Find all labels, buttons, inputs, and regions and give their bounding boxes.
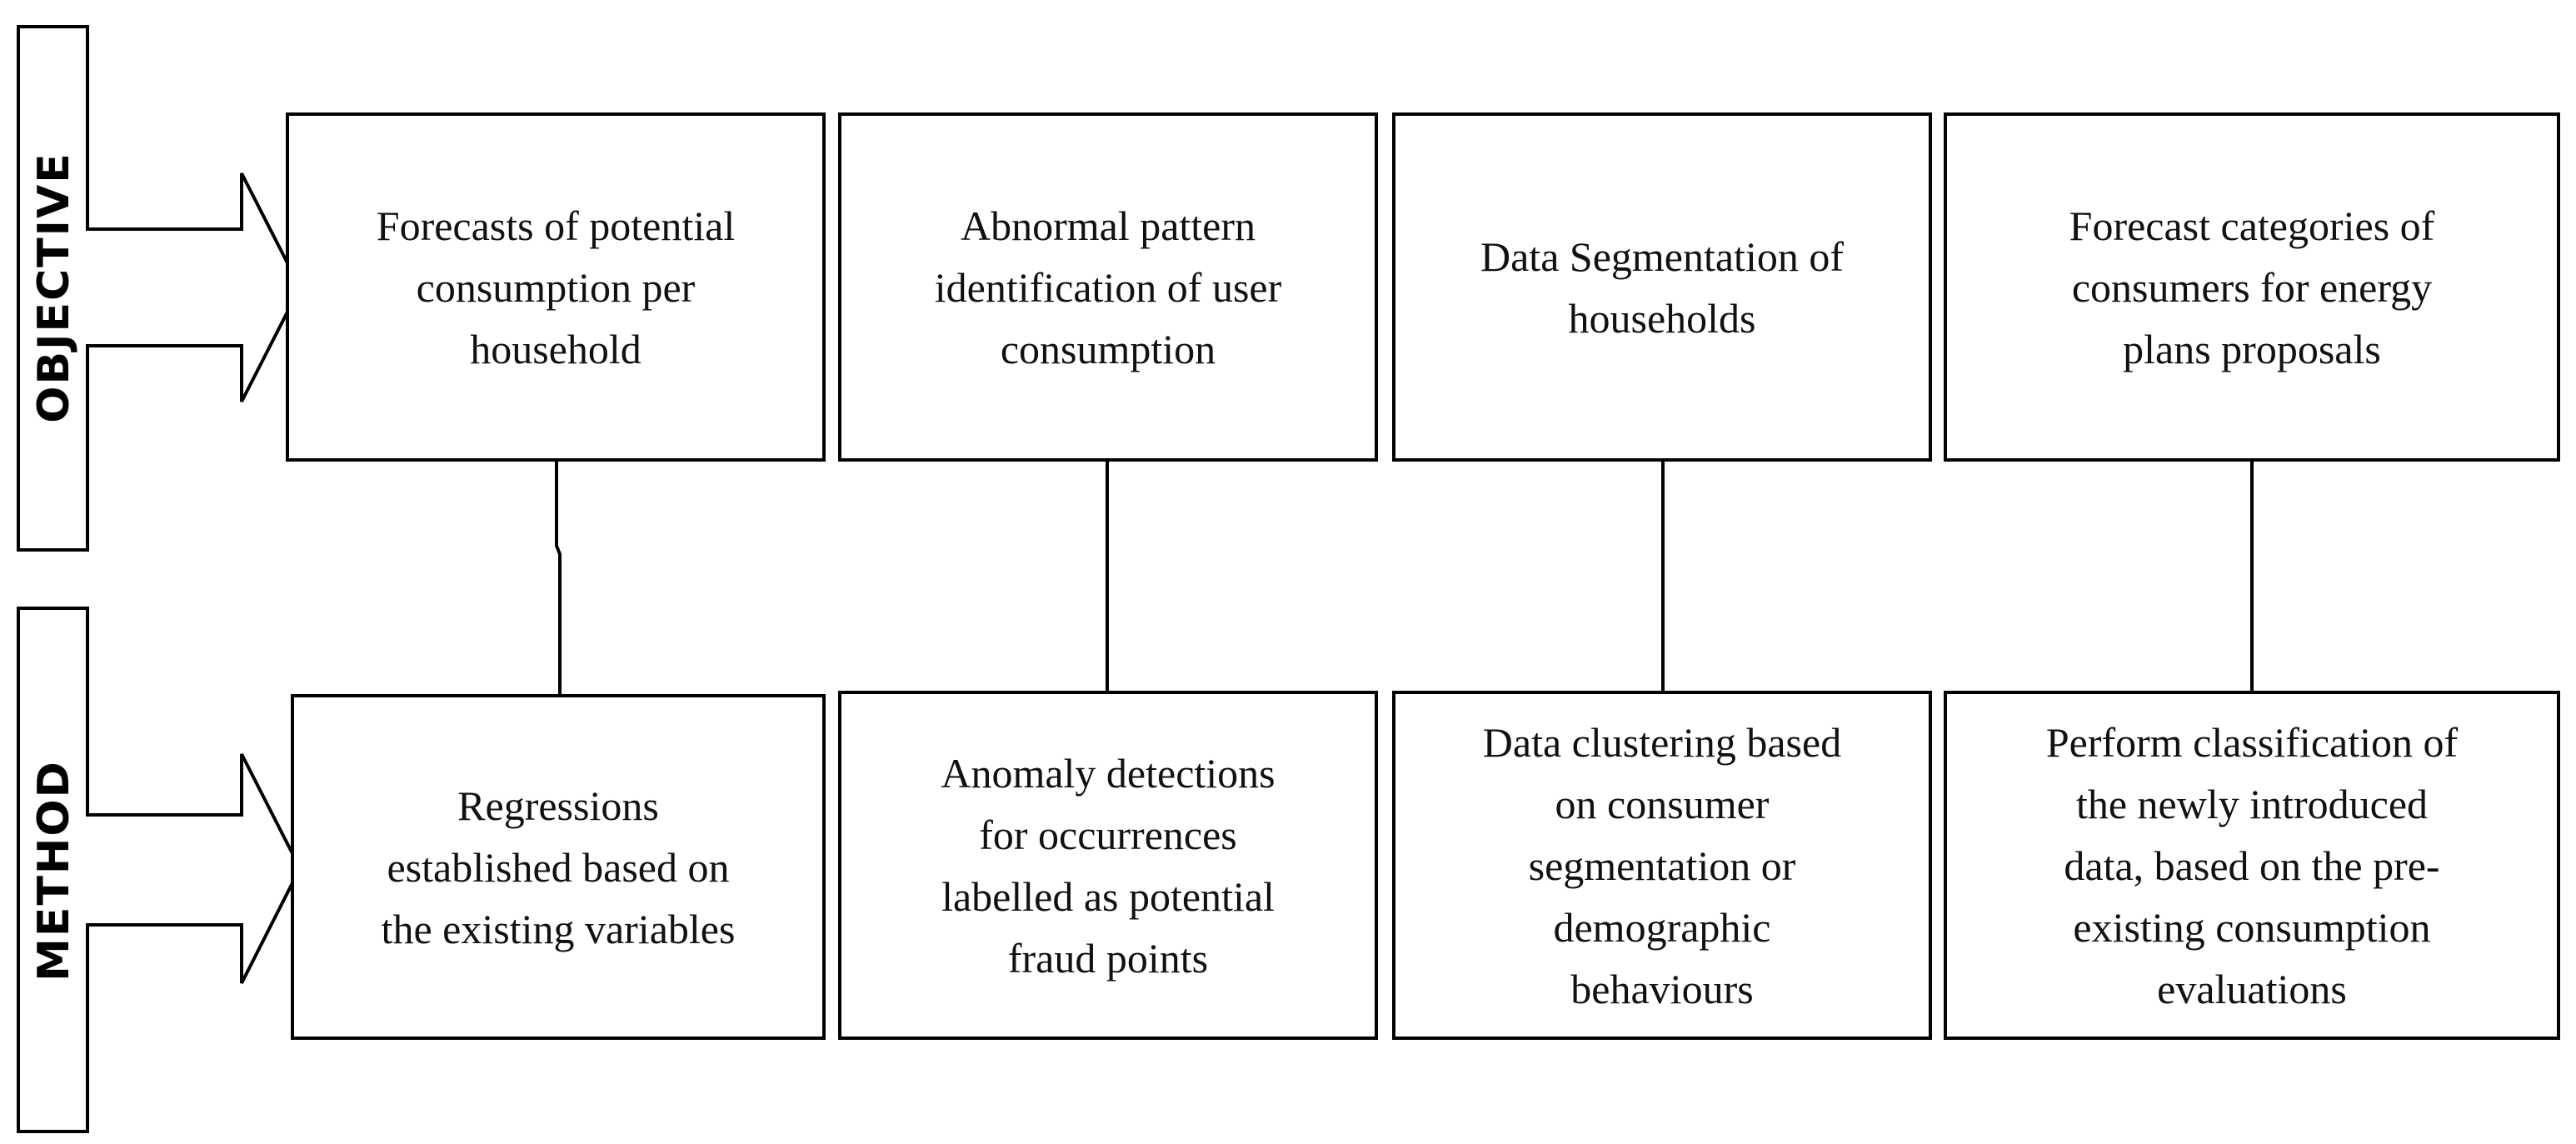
objective-box-4-text: Forecast categories of consumers for ene…	[2069, 202, 2435, 372]
objective-box-1-text: Forecasts of potential consumption per h…	[376, 202, 736, 372]
connector-1	[555, 462, 562, 696]
method-box-4: Perform classification of the newly intr…	[1944, 691, 2560, 1040]
objective-arrow	[17, 25, 302, 552]
method-box-2-text: Anomaly detections for occurrences label…	[941, 749, 1276, 982]
objective-box-2: Abnormal pattern identification of user …	[838, 112, 1378, 462]
objective-box-4: Forecast categories of consumers for ene…	[1944, 112, 2560, 462]
method-arrow	[17, 607, 302, 1133]
method-label: METHOD	[29, 760, 79, 982]
objective-box-1: Forecasts of potential consumption per h…	[286, 112, 826, 462]
method-box-3-text: Data clustering based on consumer segmen…	[1482, 718, 1842, 1012]
objective-box-2-text: Abnormal pattern identification of user …	[934, 202, 1282, 372]
method-box-4-text: Perform classification of the newly intr…	[2045, 718, 2459, 1012]
objective-label: OBJECTIVE	[29, 152, 79, 423]
objective-box-3-text: Data Segmentation of households	[1480, 232, 1844, 342]
method-box-1-text: Regressions established based on the exi…	[381, 782, 736, 952]
method-box-3: Data clustering based on consumer segmen…	[1392, 691, 1932, 1040]
objective-box-3: Data Segmentation of households	[1392, 112, 1932, 462]
method-box-1: Regressions established based on the exi…	[291, 694, 826, 1040]
method-box-2: Anomaly detections for occurrences label…	[838, 691, 1378, 1040]
